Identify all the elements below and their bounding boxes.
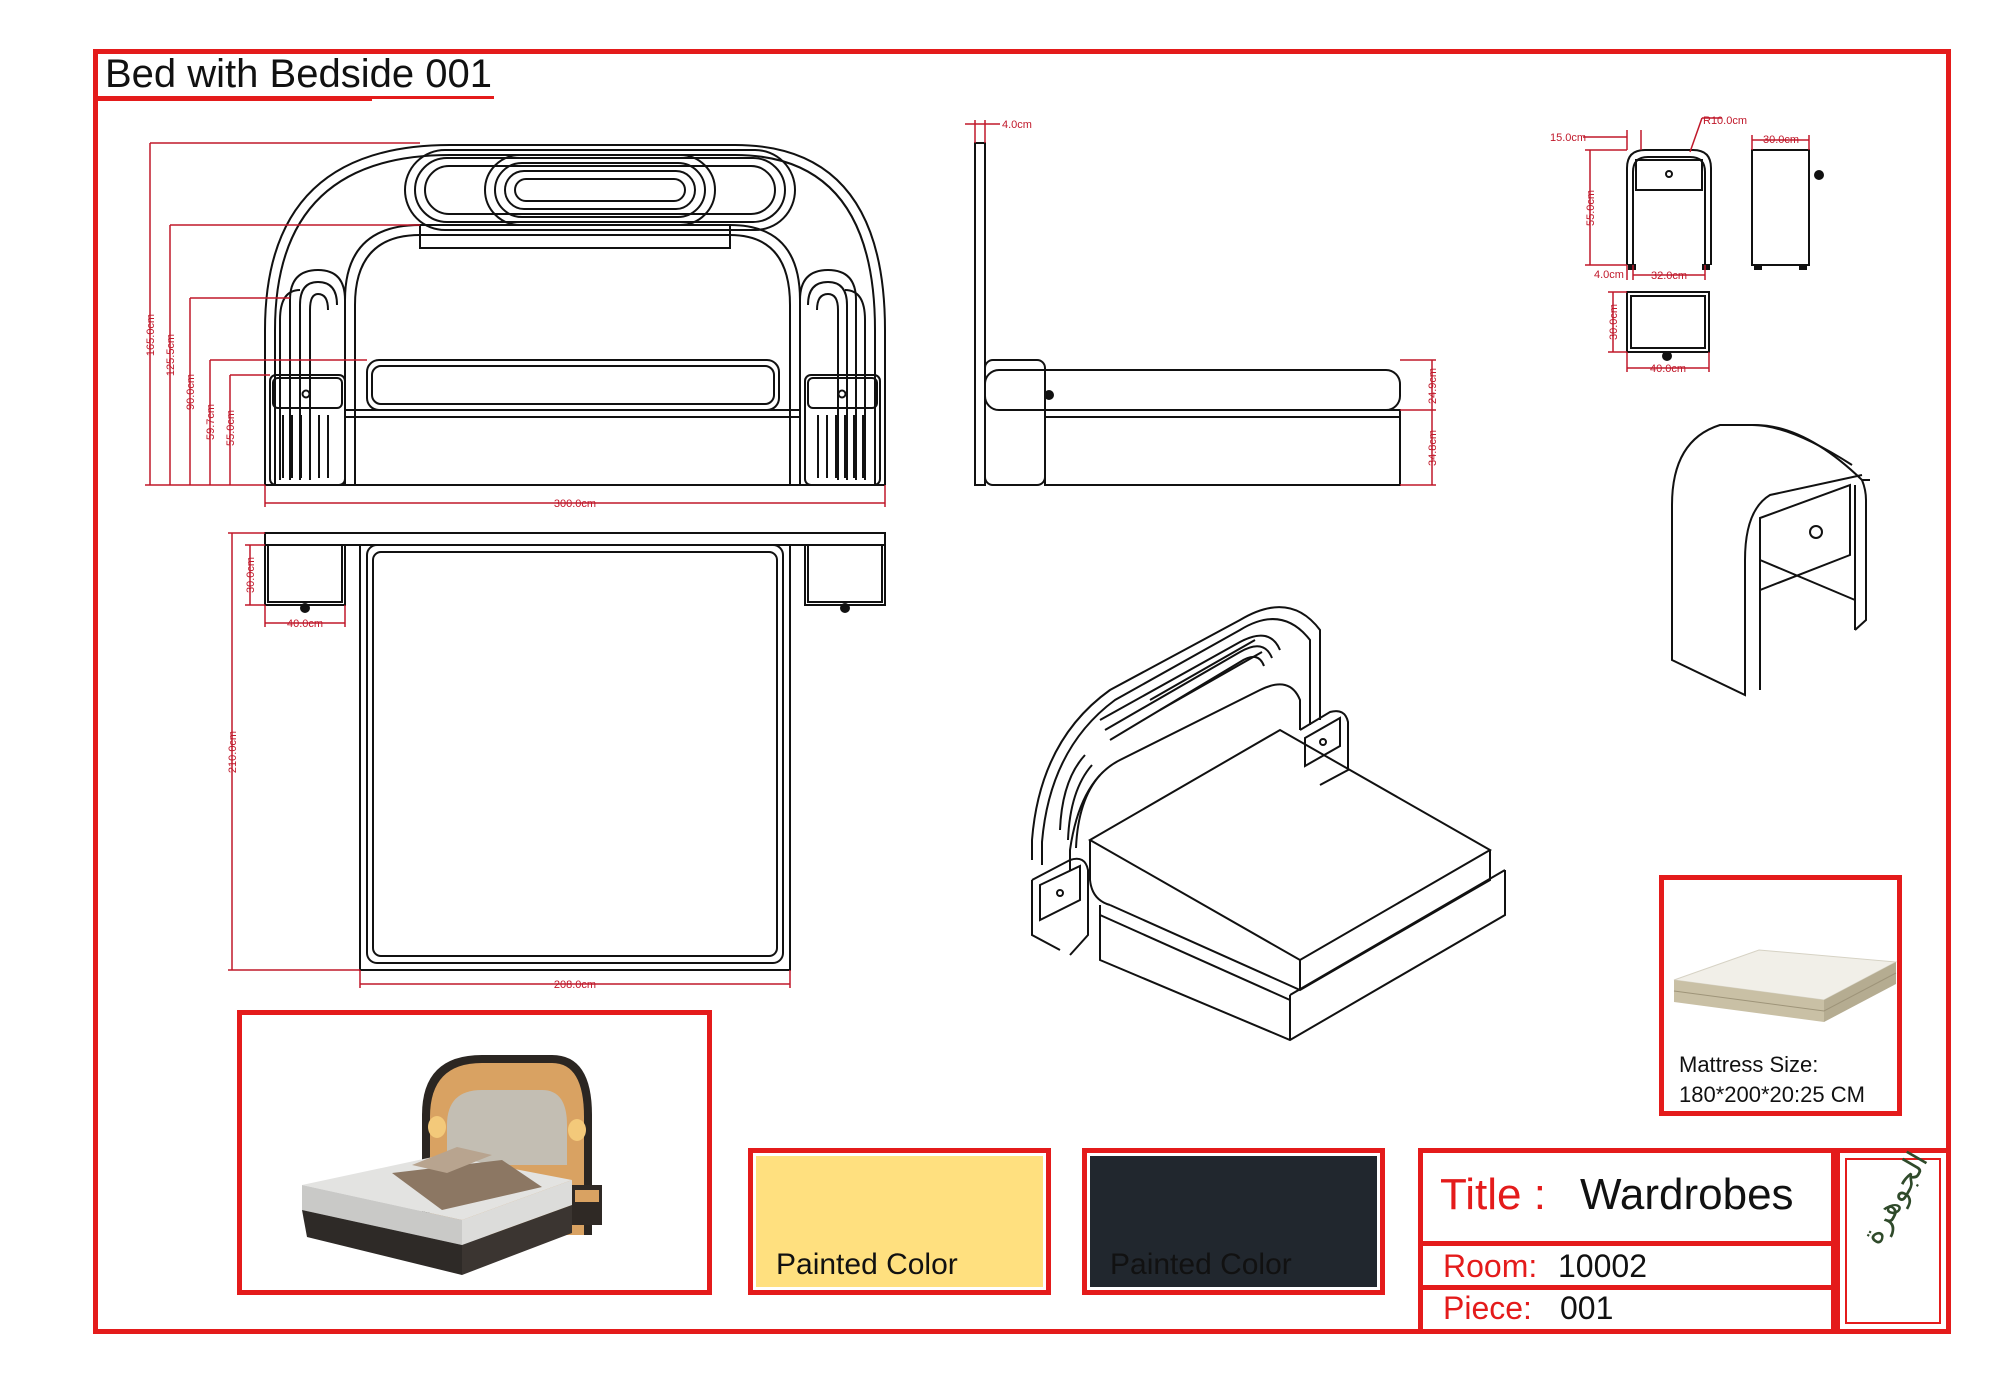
render-image-box — [237, 1010, 712, 1295]
dim-plan-depth-bedside: 30.0cm — [245, 557, 257, 593]
bed-isometric — [1031, 606, 1506, 1042]
mattress-image — [1673, 949, 1897, 1022]
dim-ns-inner-width: 32.0cm — [1651, 270, 1687, 282]
piece-value: 001 — [1560, 1290, 1614, 1326]
title-block-divider-1 — [1418, 1241, 1836, 1246]
dim-ns-radius: R10.0cm — [1703, 115, 1747, 127]
dim-front-height-total: 165.0cm — [145, 314, 157, 356]
nightstand-isometric — [1671, 424, 1870, 697]
drawing-frame — [93, 49, 1951, 1334]
dim-side-thickness: 4.0cm — [1002, 119, 1032, 131]
dim-ns-height: 55.0cm — [1585, 190, 1597, 226]
dim-front-height-4: 59.7cm — [205, 404, 217, 440]
mattress-size-value: 180*200*20:25 CM — [1679, 1082, 1865, 1107]
dim-front-height-2: 125.5cm — [165, 334, 177, 376]
page-title: Bed with Bedside 001 — [105, 52, 492, 96]
title-label: Title : — [1440, 1170, 1546, 1219]
dim-ns-leg: 4.0cm — [1594, 269, 1624, 281]
swatch-fill-yellow — [756, 1156, 1043, 1287]
dim-ns-left: 15.0cm — [1550, 132, 1586, 144]
dim-ns-top-depth: 30.0cm — [1608, 304, 1620, 340]
dim-front-width: 300.0cm — [554, 498, 596, 510]
swatch-label-yellow: Painted Color — [776, 1248, 958, 1281]
title-underline — [97, 96, 494, 99]
swatch-painted-yellow: Painted Color — [748, 1148, 1051, 1295]
title-underline-secondary — [97, 99, 372, 101]
dim-side-height-2: 34.8cm — [1427, 430, 1439, 466]
plan-view — [264, 532, 886, 971]
dim-plan-width: 208.0cm — [554, 979, 596, 991]
mattress-size-label: Mattress Size: — [1679, 1052, 1819, 1077]
swatch-fill-dark — [1090, 1156, 1377, 1287]
front-elevation — [264, 144, 886, 486]
dim-plan-length: 210.0cm — [227, 731, 239, 773]
side-elevation — [974, 142, 1401, 486]
dim-ns-side-depth: 30.0cm — [1763, 134, 1799, 146]
title-value: Wardrobes — [1580, 1170, 1794, 1219]
piece-label: Piece: — [1443, 1290, 1532, 1326]
logo-box: الجوهرة — [1835, 1146, 1951, 1334]
room-label: Room: — [1443, 1248, 1538, 1284]
nightstand-views — [1626, 149, 1824, 361]
swatch-label-dark: Painted Color — [1110, 1248, 1292, 1281]
room-value: 10002 — [1558, 1248, 1647, 1284]
title-block: Title : Wardrobes Room: 10002 Piece: 001… — [1418, 1146, 1951, 1334]
logo-inner-border — [1845, 1158, 1941, 1324]
bed-render-image — [242, 1015, 707, 1290]
dim-front-height-3: 90.0cm — [185, 374, 197, 410]
dim-side-height-1: 24.9cm — [1427, 368, 1439, 404]
title-block-divider-2 — [1418, 1285, 1836, 1290]
dim-front-height-5: 55.0cm — [225, 410, 237, 446]
dim-ns-top-width: 40.0cm — [1650, 363, 1686, 375]
swatch-painted-dark: Painted Color — [1082, 1148, 1385, 1295]
mattress-box: Mattress Size: 180*200*20:25 CM — [1659, 875, 1902, 1116]
dim-plan-width-bedside: 40.0cm — [287, 618, 323, 630]
